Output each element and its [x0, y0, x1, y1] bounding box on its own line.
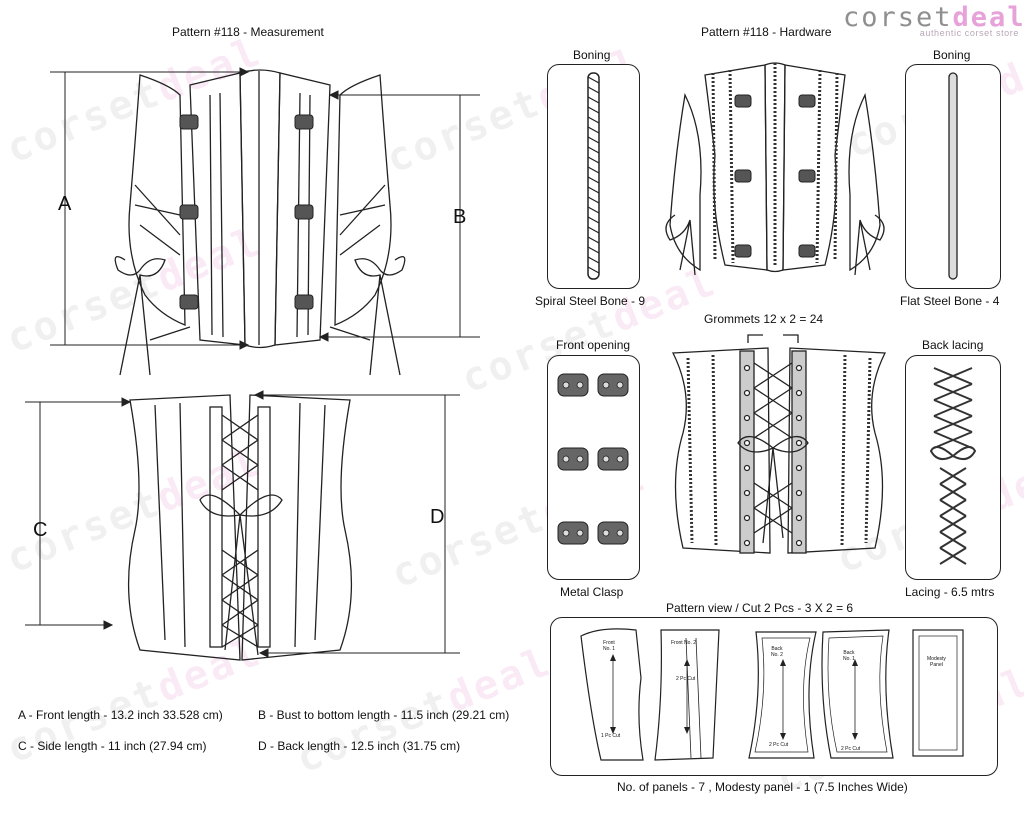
- label-a: A: [58, 193, 72, 215]
- legend-front-length: A - Front length - 13.2 inch 33.528 cm): [18, 708, 223, 722]
- grommets-corset-drawing: [671, 334, 887, 554]
- front-opening-caption: Metal Clasp: [560, 585, 624, 599]
- back-corset-drawing: [25, 390, 460, 661]
- front-opening-box: [547, 355, 640, 580]
- label-b: B: [453, 206, 467, 228]
- lacing-icon: [929, 367, 977, 565]
- pattern-piece-label-back-2: Back No. 2: [771, 646, 783, 658]
- pattern-piece-back-1: [821, 629, 894, 759]
- legend-back-length: D - Back length - 12.5 inch (31.75 cm): [258, 739, 461, 753]
- spiral-boning-box: [547, 64, 640, 289]
- pattern-piece-label-front-1: Front No. 1: [603, 640, 615, 652]
- back-lacing-title: Back lacing: [922, 338, 984, 352]
- back-lacing-caption: Lacing - 6.5 mtrs: [905, 585, 995, 599]
- front-corset-drawing: [50, 67, 480, 376]
- back-lacing-box: [905, 355, 1001, 580]
- pattern-piece-label-back-1: Back No. 1: [843, 650, 855, 662]
- pattern-view-footer: No. of panels - 7 , Modesty panel - 1 (7…: [617, 780, 908, 794]
- grommets-caption: Grommets 12 x 2 = 24: [704, 312, 824, 326]
- metal-clasp-icon: [557, 373, 629, 545]
- pattern-view-title: Pattern view / Cut 2 Pcs - 3 X 2 = 6: [666, 601, 854, 615]
- pattern-piece-label-front-2: Front No. 2: [671, 640, 697, 646]
- spiral-boning-title: Boning: [573, 48, 611, 62]
- pattern-piece-cut-front-1: 1 Pc Cut: [601, 733, 621, 739]
- flat-steel-bone-icon: [948, 72, 958, 280]
- legend-side-length: C - Side length - 11 inch (27.94 cm): [18, 739, 207, 753]
- measurement-title: Pattern #118 - Measurement: [172, 25, 324, 39]
- hardware-title: Pattern #118 - Hardware: [701, 25, 832, 39]
- pattern-piece-cut-front-2: 2 Pc Cut: [676, 676, 696, 682]
- pattern-view-box: Front No. 1 1 Pc Cut Front No. 2 2 Pc Cu…: [550, 617, 998, 776]
- front-opening-title: Front opening: [556, 338, 631, 352]
- pattern-piece-cut-back-1: 2 Pc Cut: [841, 746, 861, 752]
- pattern-piece-label-modesty: Modesty Panel: [927, 656, 946, 668]
- pattern-piece-back-2: [748, 631, 817, 759]
- brand-logo: corsetdeal authentic corset store: [843, 2, 1024, 38]
- logo-word-deal: deal: [952, 2, 1024, 33]
- label-d: D: [430, 506, 445, 528]
- logo-word-corset: corset: [843, 2, 953, 33]
- hardware-front-corset-drawing: [665, 62, 885, 276]
- spiral-boning-caption: Spiral Steel Bone - 9: [535, 294, 646, 308]
- pattern-piece-front-1: [580, 628, 644, 761]
- legend-bust-to-bottom: B - Bust to bottom length - 11.5 inch (2…: [258, 708, 510, 722]
- pattern-piece-cut-back-2: 2 Pc Cut: [769, 742, 789, 748]
- pattern-piece-modesty: [912, 629, 964, 757]
- flat-boning-title: Boning: [933, 48, 971, 62]
- pattern-pieces-drawing: [580, 628, 964, 761]
- spiral-steel-bone-icon: [587, 72, 600, 280]
- flat-boning-caption: Flat Steel Bone - 4: [900, 294, 1000, 308]
- flat-boning-box: [905, 64, 1001, 289]
- label-c: C: [33, 519, 48, 541]
- logo-tagline: authentic corset store: [919, 28, 1019, 38]
- pattern-piece-front-2: [654, 629, 720, 761]
